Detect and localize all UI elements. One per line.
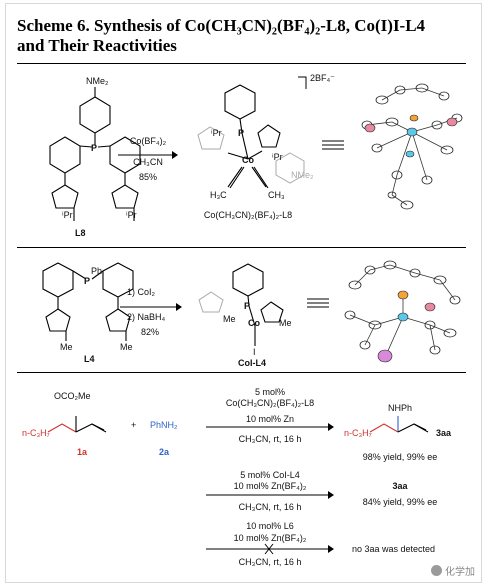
title-line-1: Scheme 6. Synthesis of Co(CH₃CN)₂(BF₄)₂-… xyxy=(17,16,426,35)
reaction-arrow-r3-crossed xyxy=(206,543,334,555)
me-label-complex-left: Me xyxy=(223,314,236,324)
substrate-1a-label: 1a xyxy=(77,447,88,457)
r2-condition-3: CH₃CN, rt, 16 h xyxy=(238,502,302,512)
step-1-coi2: 1) CoI₂ xyxy=(127,287,156,297)
r2-condition-2: 10 mol% Zn(BF₄)₂ xyxy=(233,481,307,491)
equivalence-sign-top xyxy=(322,140,344,150)
crystal-structure-middle xyxy=(344,260,461,363)
product-chain-label: n-C₃H₇ xyxy=(344,428,372,438)
ligand-l8-structure xyxy=(49,87,141,221)
substrate-ococh3-label: OCO₂Me xyxy=(54,391,91,401)
section-rule-1 xyxy=(17,247,466,248)
watermark-text: 化学加 xyxy=(445,567,475,578)
ch3-label: CH₃ xyxy=(268,190,285,200)
r1-condition-4: CH₃CN, rt, 16 h xyxy=(238,434,302,444)
coi-l4-structure xyxy=(198,263,284,346)
substrate-1a-structure xyxy=(47,416,107,433)
scheme-title: Scheme 6. Synthesis of Co(CH₃CN)₂(BF₄)₂-… xyxy=(17,16,472,56)
title-line-2: and Their Reactivities xyxy=(17,36,177,55)
reaction-arrow-r1 xyxy=(206,423,334,431)
me-label-right: Me xyxy=(120,342,133,352)
yield-82: 82% xyxy=(140,327,160,337)
ipr-label-left: ⁱPr xyxy=(62,210,73,220)
reagent-ch3cn: CH₃CN xyxy=(133,157,163,167)
yield-85: 85% xyxy=(138,172,158,182)
co-atom-label-middle: Co xyxy=(248,318,260,328)
plus-sign: + xyxy=(131,420,137,430)
reaction-arrow-top xyxy=(118,151,178,159)
nme2-gray-label: NMe₂ xyxy=(291,170,314,180)
r3-result: no 3aa was detected xyxy=(352,544,436,554)
r3-condition-1: 10 mol% L6 xyxy=(246,521,294,531)
watermark-logo-icon xyxy=(431,565,442,576)
product-3aa-structure xyxy=(369,416,429,433)
substrate-chain-label: n-C₃H₇ xyxy=(22,428,50,438)
r1-condition-1: 5 mol% xyxy=(254,387,286,397)
amine-2a-label: 2a xyxy=(159,447,170,457)
r3-condition-3: CH₃CN, rt, 16 h xyxy=(238,557,302,567)
l4-label: L4 xyxy=(84,354,95,364)
ipr-label-complex-right: ⁱPr xyxy=(272,152,283,162)
reagent-co-bf4: Co(BF₄)₂ xyxy=(129,136,167,146)
phosphorus-label-l4: P xyxy=(84,276,91,286)
r1-result: 98% yield, 99% ee xyxy=(362,452,438,462)
r2-product-label: 3aa xyxy=(392,481,408,491)
ipr-label-complex-left: ⁱPr xyxy=(211,128,222,138)
ipr-label-right: ⁱPr xyxy=(126,210,137,220)
ph-label: Ph xyxy=(91,266,103,276)
r1-condition-2: Co(CH₃CN)₂(BF₄)₂-L8 xyxy=(225,398,315,408)
phosphorus-label-l8: P xyxy=(91,143,98,153)
crystal-structure-top xyxy=(361,83,463,210)
nme2-label: NMe₂ xyxy=(86,76,109,86)
product-nhph-label: NHPh xyxy=(388,403,413,413)
iodide-label: I xyxy=(253,347,256,357)
ligand-l4-structure xyxy=(42,262,134,341)
equivalence-sign-middle xyxy=(307,298,329,308)
r1-condition-3: 10 mol% Zn xyxy=(245,414,295,424)
amine-phnh2: PhNH₂ xyxy=(150,420,178,430)
reaction-arrow-middle xyxy=(120,303,182,311)
me-label-complex-right: Me xyxy=(279,318,292,328)
h3c-label: H₃C xyxy=(210,190,227,200)
bf4-charge-label: 2BF₄⁻ xyxy=(310,73,335,83)
l8-label: L8 xyxy=(75,228,86,238)
reaction-arrow-r2 xyxy=(206,491,334,499)
co-atom-label-top: Co xyxy=(242,155,254,165)
title-rule xyxy=(17,63,466,64)
phosphorus-label-coi: P xyxy=(244,301,251,311)
section-rule-2 xyxy=(17,372,466,373)
r2-condition-1: 5 mol% CoI-L4 xyxy=(240,470,300,480)
phosphorus-label-co: P xyxy=(238,128,245,138)
r2-result: 84% yield, 99% ee xyxy=(362,497,438,507)
coi-l4-label: CoI-L4 xyxy=(238,358,266,368)
r3-condition-2: 10 mol% Zn(BF₄)₂ xyxy=(233,533,307,543)
product-3aa-label: 3aa xyxy=(436,428,452,438)
co-complex-l8-structure xyxy=(197,76,307,189)
me-label-left: Me xyxy=(60,342,73,352)
watermark: 化学加 xyxy=(431,563,475,578)
complex-l8-label: Co(CH₃CN)₂(BF₄)₂-L8 xyxy=(203,210,293,220)
step-2-nabh4: 2) NaBH₄ xyxy=(127,312,166,322)
